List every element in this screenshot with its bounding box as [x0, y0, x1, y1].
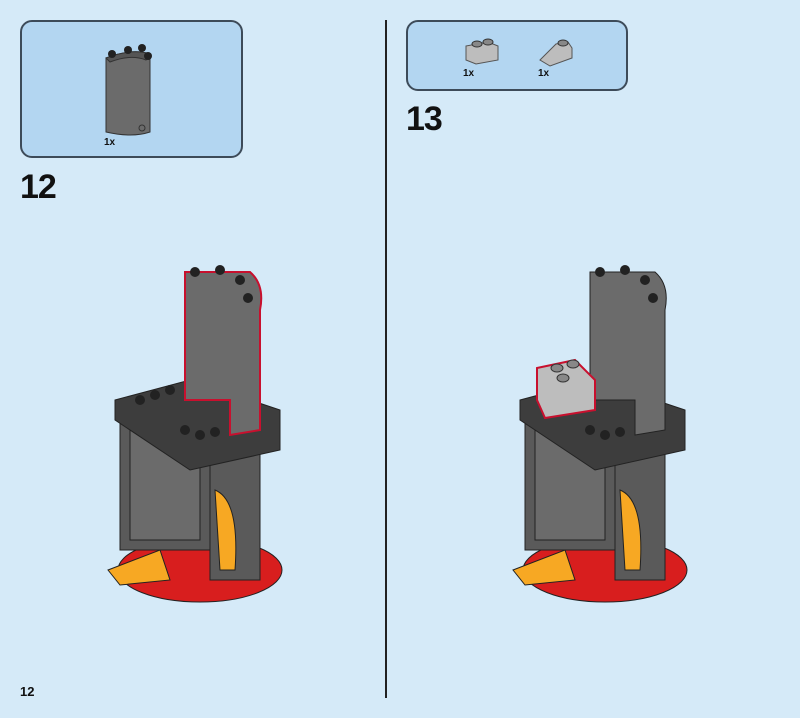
step-13-model-illustration	[512, 265, 688, 603]
step-divider	[385, 20, 387, 698]
step-number: 12	[20, 168, 57, 206]
step-12-model-illustration	[107, 265, 283, 603]
cylinder-panel-part-icon	[105, 44, 152, 136]
part-quantity: 1x	[463, 68, 475, 79]
step-12-parts-box: 1x	[20, 20, 243, 158]
slope-1x2-part-icon	[539, 39, 573, 67]
part-quantity: 1x	[104, 137, 116, 148]
page-number: 12	[20, 684, 35, 699]
step-13-parts-box: 1x 1x	[406, 20, 628, 91]
brick-1x2-part-icon	[465, 38, 499, 65]
part-quantity: 1x	[538, 68, 550, 79]
step-number: 13	[406, 100, 443, 138]
